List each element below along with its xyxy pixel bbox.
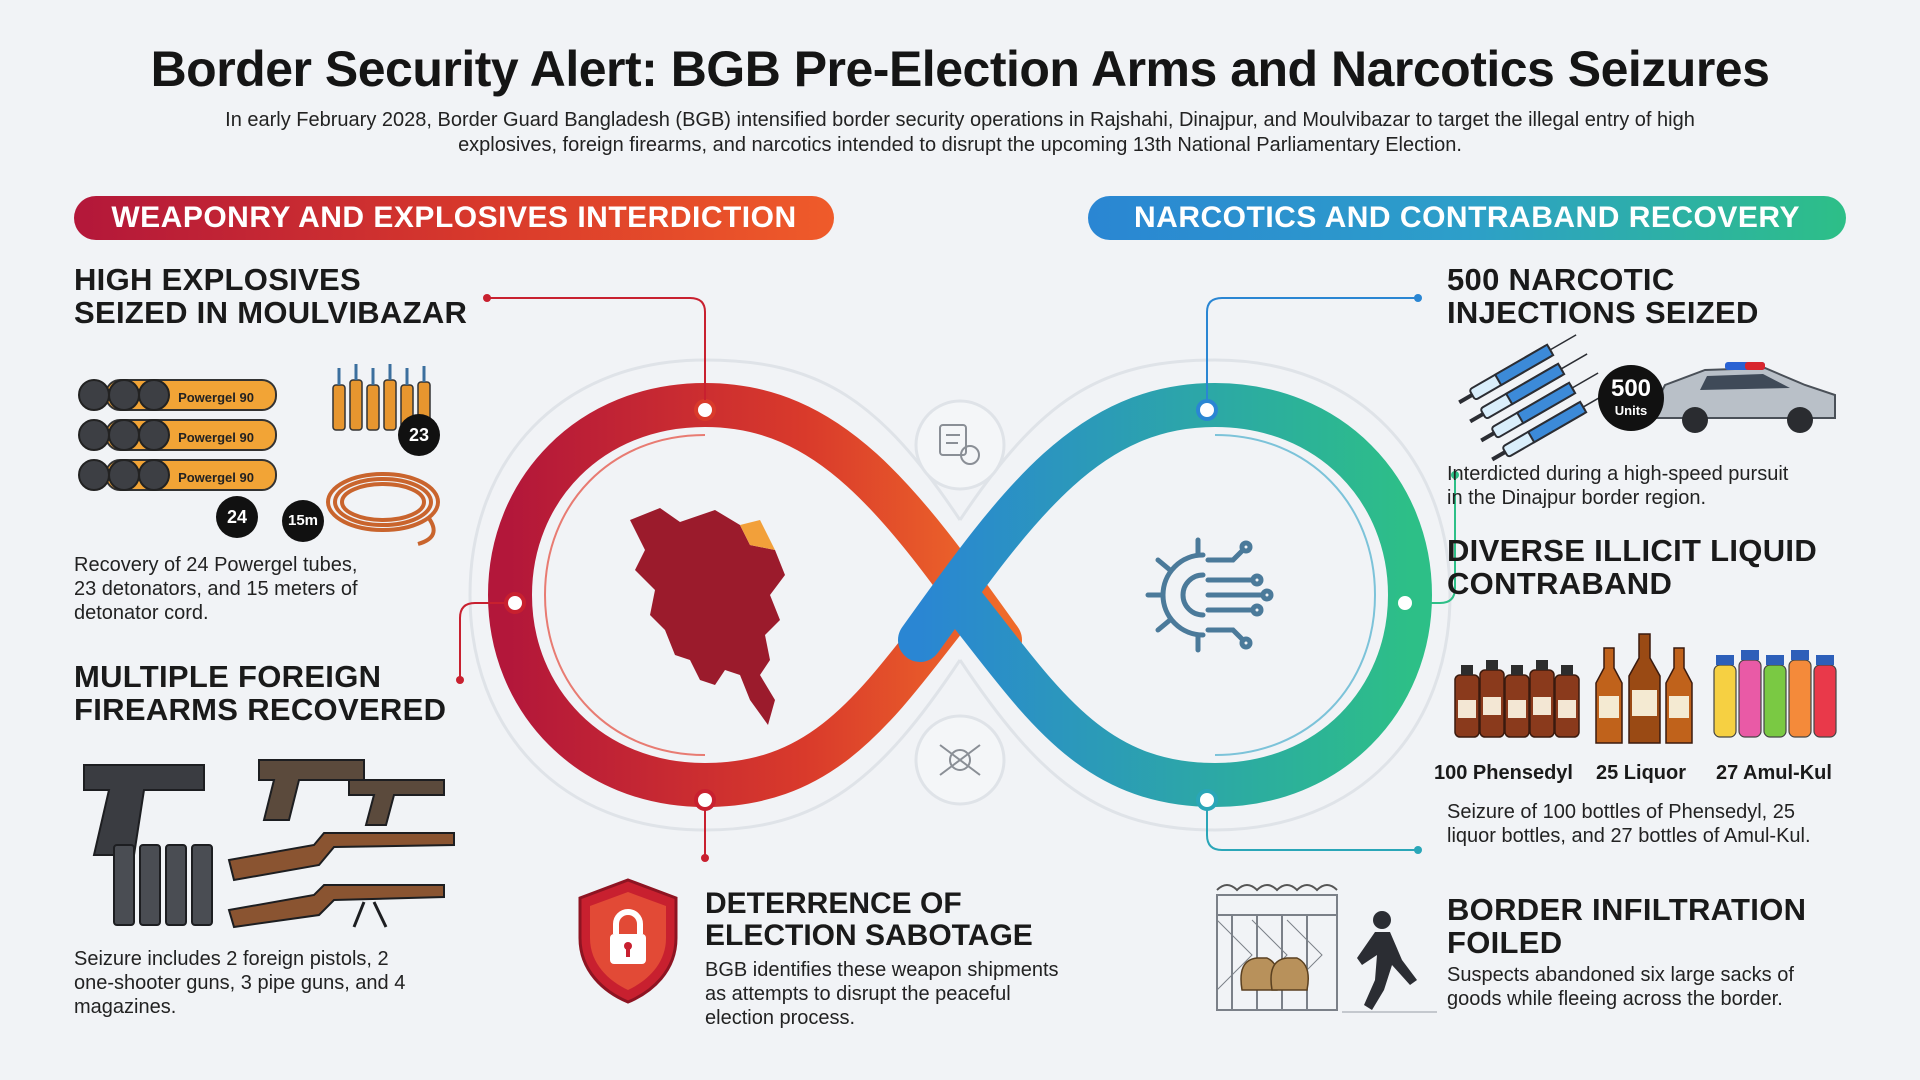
magazine-icon <box>113 844 213 926</box>
banner-weaponry: WEAPONRY AND EXPLOSIVES INTERDICTION <box>74 196 834 240</box>
running-person-icon <box>1357 911 1417 1010</box>
label-phensedyl: 100 Phensedyl <box>1434 762 1573 784</box>
pistol-icon <box>258 759 445 826</box>
label-liquor: 25 Liquor <box>1596 762 1687 784</box>
phensedyl-bottle-icon <box>1454 660 1580 738</box>
infiltration-description: Suspects abandoned six large sacks of go… <box>1447 964 1794 1010</box>
syringe-icon <box>1458 334 1610 462</box>
firearms-description: Seizure includes 2 foreign pistols, 2 on… <box>74 948 406 1018</box>
infiltration-title: BORDER INFILTRATION FOILED <box>1447 892 1807 960</box>
page-subtitle: In early February 2028, Border Guard Ban… <box>225 109 1695 156</box>
powergel-tubes-icon: Powergel 90 Powergel 90 Powergel 90 <box>78 379 277 491</box>
police-car-icon <box>1654 362 1836 433</box>
injections-count-badge: 500 Units <box>1598 365 1664 431</box>
detonator-cord-icon <box>326 472 440 546</box>
deterrence-title: DETERRENCE OF ELECTION SABOTAGE <box>705 887 1033 952</box>
border-fence-icon <box>1216 884 1338 1011</box>
detonators-count-badge: 23 <box>398 414 440 456</box>
bangladesh-map-icon <box>630 508 785 725</box>
sack-icon <box>1240 957 1309 991</box>
firearms-illustration <box>83 759 455 929</box>
pistol-icon <box>83 764 205 856</box>
deterrence-description: BGB identifies these weapon shipments as… <box>705 959 1059 1029</box>
explosives-description: Recovery of 24 Powergel tubes, 23 detona… <box>74 554 358 624</box>
tube-label: Powergel 90 <box>178 470 254 485</box>
label-amul: 27 Amul-Kul <box>1716 762 1832 784</box>
liquor-bottle-icon <box>1595 633 1693 744</box>
injections-title: 500 NARCOTIC INJECTIONS SEIZED <box>1447 262 1759 330</box>
page-title: Border Security Alert: BGB Pre-Election … <box>150 41 1770 97</box>
liquids-description: Seizure of 100 bottles of Phensedyl, 25 … <box>1447 801 1811 847</box>
explosives-title: HIGH EXPLOSIVES SEIZED IN MOULVIBAZAR <box>74 262 468 330</box>
firearms-title: MULTIPLE FOREIGN FIREARMS RECOVERED <box>74 659 447 727</box>
tubes-count-badge: 24 <box>216 496 258 538</box>
juice-bottle-icon <box>1713 650 1837 738</box>
banner-narcotics: NARCOTICS AND CONTRABAND RECOVERY <box>1088 196 1846 240</box>
cord-length-badge: 15m <box>282 500 324 542</box>
tube-label: Powergel 90 <box>178 430 254 445</box>
liquids-title: DIVERSE ILLICIT LIQUID CONTRABAND <box>1447 533 1818 601</box>
gear-circuit-icon <box>1145 537 1274 653</box>
border-scene <box>1216 884 1437 1013</box>
shield-lock-icon <box>578 878 678 1004</box>
injections-description: Interdicted during a high-speed pursuit … <box>1447 463 1789 509</box>
rifle-icon <box>227 832 455 929</box>
tube-label: Powergel 90 <box>178 390 254 405</box>
